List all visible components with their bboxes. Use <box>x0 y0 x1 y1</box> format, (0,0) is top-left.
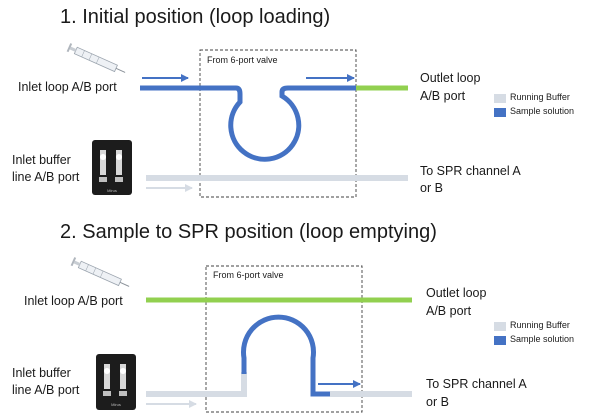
pump-caption: Mirus <box>107 188 117 193</box>
panel2-valve-box <box>205 265 363 413</box>
panel2-legend-sample-label: Sample solution <box>510 334 575 344</box>
panel2-outlet-label-1: Outlet loop <box>426 286 487 300</box>
syringe-icon <box>66 43 126 73</box>
panel1-diagram: Mirus <box>66 43 408 198</box>
panel1-spr-label-2: or B <box>420 181 443 195</box>
panel1-legend-buffer-label: Running Buffer <box>510 92 570 102</box>
panel1-legend-buffer-swatch <box>494 94 506 103</box>
panel1-inlet-buffer-label-2: line A/B port <box>12 170 80 184</box>
panel1-legend-sample-swatch <box>494 108 506 117</box>
pump-caption: Mirus <box>111 402 121 407</box>
panel1-inlet-buffer-label-1: Inlet buffer <box>12 153 71 167</box>
panel1-legend-sample-label: Sample solution <box>510 106 575 116</box>
panel2-spr-label-1: To SPR channel A <box>426 377 527 391</box>
panel2-legend-buffer-swatch <box>494 322 506 331</box>
syringe-icon <box>70 257 130 287</box>
panel2-title: 2. Sample to SPR position (loop emptying… <box>60 221 437 243</box>
panel2-valve-label: From 6-port valve <box>213 270 284 280</box>
panel1-valve-box <box>199 49 357 198</box>
panel2-diagram: Mirus <box>70 257 412 413</box>
panel2-legend-sample-swatch <box>494 336 506 345</box>
syringe-pump-icon: Mirus <box>96 354 136 410</box>
panel1-sample-loop <box>140 85 356 162</box>
panel2-inlet-buffer-label-2: line A/B port <box>12 383 80 397</box>
panel1-title: 1. Initial position (loop loading) <box>60 6 331 28</box>
panel1-spr-label-1: To SPR channel A <box>420 164 521 178</box>
syringe-pump-icon: Mirus <box>92 140 132 195</box>
panel1-valve-label: From 6-port valve <box>207 55 278 65</box>
panel2-buffer-line <box>146 372 247 397</box>
panel1-outlet-label-2: A/B port <box>420 89 466 103</box>
panel1-outlet-label-1: Outlet loop <box>420 71 481 85</box>
panel2-spr-label-2: or B <box>426 395 449 409</box>
panel2-inlet-buffer-label-1: Inlet buffer <box>12 366 71 380</box>
panel2-sample-loop <box>241 314 330 397</box>
panel2-legend-buffer-label: Running Buffer <box>510 320 570 330</box>
panel2-outlet-label-2: A/B port <box>426 304 472 318</box>
panel1-inlet-loop-label: Inlet loop A/B port <box>18 80 117 94</box>
panel2-inlet-loop-label: Inlet loop A/B port <box>24 294 123 308</box>
